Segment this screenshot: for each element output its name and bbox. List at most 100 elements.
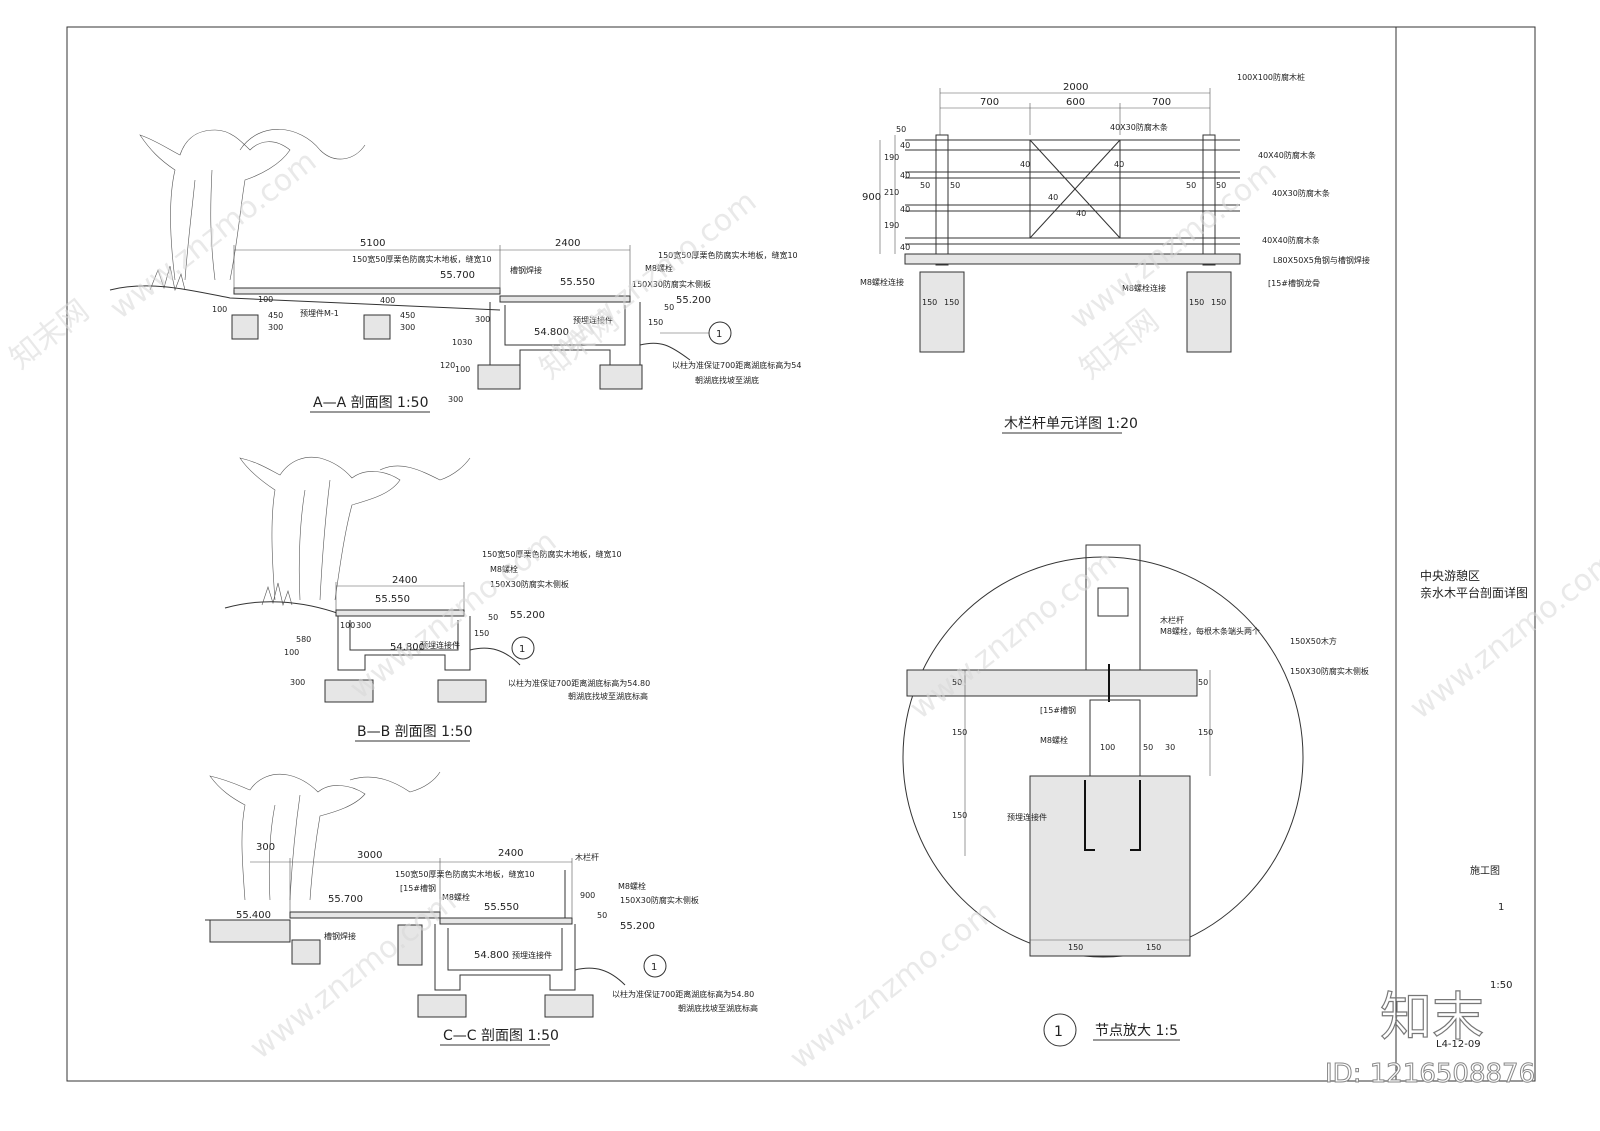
elevation-mark: 55.700 <box>440 270 475 281</box>
dim-text: 150 <box>474 629 489 638</box>
callout-text: 150X30防腐实木侧板 <box>490 579 569 589</box>
detail-number-circle <box>1043 1013 1077 1047</box>
dim-text: 50 <box>950 181 960 190</box>
dim-text: 150 <box>1211 298 1226 307</box>
watermark-site: www.znzmo.com <box>243 884 463 1066</box>
elevation-mark: 54.800 <box>390 642 425 653</box>
dim-text: 150 <box>922 298 937 307</box>
timber-beam <box>906 669 1198 697</box>
watermark-site: www.znzmo.com <box>103 144 323 326</box>
ground-line <box>109 285 501 311</box>
dim-text: 40 <box>1020 160 1030 169</box>
footing <box>291 939 321 965</box>
x-brace <box>1029 139 1121 239</box>
dim-text: 2400 <box>498 848 523 859</box>
watermarks: 知末 ID: 1216508876 www.znzmo.com www.znzm… <box>3 144 1600 1090</box>
detail-ref-number: 1 <box>519 644 525 655</box>
elevation-mark: 54.800 <box>534 327 569 338</box>
callout-text: 150X30防腐实木侧板 <box>620 895 699 905</box>
deck-board <box>233 287 501 295</box>
dim-text: 450 <box>268 311 283 320</box>
x-panel <box>1029 139 1121 239</box>
sheet-border <box>66 26 1536 1082</box>
detail-number: 1 <box>1054 1024 1063 1040</box>
dim-text: 120 <box>440 361 455 370</box>
callout-text: 朝湖底找坡至湖底标高 <box>568 691 648 701</box>
section-title: B—B 剖面图 1:50 <box>357 724 473 740</box>
footing <box>599 364 643 390</box>
dim-text: 150 <box>1068 943 1083 952</box>
dim-text: 3000 <box>357 850 382 861</box>
section-title: A—A 剖面图 1:50 <box>313 395 429 411</box>
callout-text: M8螺栓连接 <box>1122 283 1166 293</box>
dim-text: 2400 <box>392 575 417 586</box>
dim-text: 450 <box>400 311 415 320</box>
page-number: 1 <box>1498 902 1504 913</box>
detail-ref-circle <box>511 636 535 660</box>
callout-text: M8螺栓，每根木条端头两个 <box>1160 626 1260 636</box>
dim-text: 50 <box>952 678 962 687</box>
elevation-mark: 55.200 <box>676 295 711 306</box>
detail-ref-circle <box>643 954 667 978</box>
dim-text: 100 <box>1100 743 1115 752</box>
paving <box>209 919 291 943</box>
dim-text: 40 <box>1114 160 1124 169</box>
dim-text: 40 <box>900 205 910 214</box>
channel-steel <box>1089 699 1141 777</box>
callout-text: 40X40防腐木条 <box>1262 235 1320 245</box>
callout-text: M8螺栓 <box>490 564 518 574</box>
drawing-name: 亲水木平台剖面详图 <box>1420 585 1528 600</box>
elevation-mark: 55.200 <box>620 921 655 932</box>
footing <box>437 679 487 703</box>
watermark-logo: 知末 <box>1380 988 1484 1048</box>
railing-elevation: 2000 700 600 700 50 190 40 40 210 40 190 <box>860 72 1370 434</box>
callout-text: M8螺栓 <box>1040 735 1068 745</box>
elevation-mark: 55.550 <box>484 902 519 913</box>
post-bracket <box>1097 587 1129 617</box>
elevation-mark: 55.200 <box>510 610 545 621</box>
dim-text: 100 <box>258 295 273 304</box>
callout-text: M8螺栓 <box>618 881 646 891</box>
dim-text: 1030 <box>452 338 472 347</box>
project-name: 中央游憩区 <box>1420 568 1480 583</box>
dim-text: 150 <box>648 318 663 327</box>
callout-text: 150宽50厚栗色防腐实木地板，缝宽10 <box>482 549 622 559</box>
dim-text: 100 <box>455 365 470 374</box>
dim-text: 100 <box>284 648 299 657</box>
tree-icon <box>139 129 366 292</box>
dim-text: 40 <box>900 141 910 150</box>
callout-text: 40X40防腐木条 <box>1258 150 1316 160</box>
dim-text: 900 <box>580 891 595 900</box>
dim-text: 150 <box>1198 728 1213 737</box>
footing <box>544 994 594 1018</box>
callout-text: [15#槽钢龙骨 <box>1268 278 1320 288</box>
section-title: 木栏杆单元详图 1:20 <box>1004 416 1138 432</box>
footing <box>477 364 521 390</box>
dim-text: 5100 <box>360 238 385 249</box>
watermark-id: ID: 1216508876 <box>1325 1059 1535 1089</box>
callout-text: 100X100防腐木桩 <box>1237 72 1305 82</box>
railing-post <box>1085 544 1141 671</box>
dim-text: 300 <box>475 315 490 324</box>
callout-text: L80X50X5角钢与槽钢焊接 <box>1273 255 1370 265</box>
title-block: 中央游憩区 亲水木平台剖面详图 施工图 1 1:50 L4-12-09 <box>1420 568 1528 1050</box>
section-bb: 2400 100 300 580 100 300 150 50 150宽50厚栗… <box>224 456 650 742</box>
dim-text: 150 <box>1189 298 1204 307</box>
watermark-site: www.znzmo.com <box>783 894 1003 1076</box>
footing <box>417 994 467 1018</box>
callout-text: 以柱为准保证700距离湖底标高为54.80 <box>612 989 754 999</box>
callout-text: 40X30防腐木条 <box>1272 188 1330 198</box>
callout-text: 预埋连接件 <box>1007 812 1047 822</box>
dim-text: 50 <box>597 911 607 920</box>
drawing-number: L4-12-09 <box>1436 1039 1481 1050</box>
callout-text: 150X50木方 <box>1290 636 1337 646</box>
section-cc: 300 3000 2400 900 50 150宽50厚栗色防腐实木地板，缝宽1… <box>205 771 758 1046</box>
callout-text: [15#槽钢 <box>1040 705 1076 715</box>
slope-line <box>469 647 521 666</box>
tree-icon <box>209 771 441 901</box>
dim-text: 50 <box>1143 743 1153 752</box>
dim-text: 40 <box>1076 209 1086 218</box>
dim-text: 50 <box>488 613 498 622</box>
dim-text: 150 <box>952 811 967 820</box>
